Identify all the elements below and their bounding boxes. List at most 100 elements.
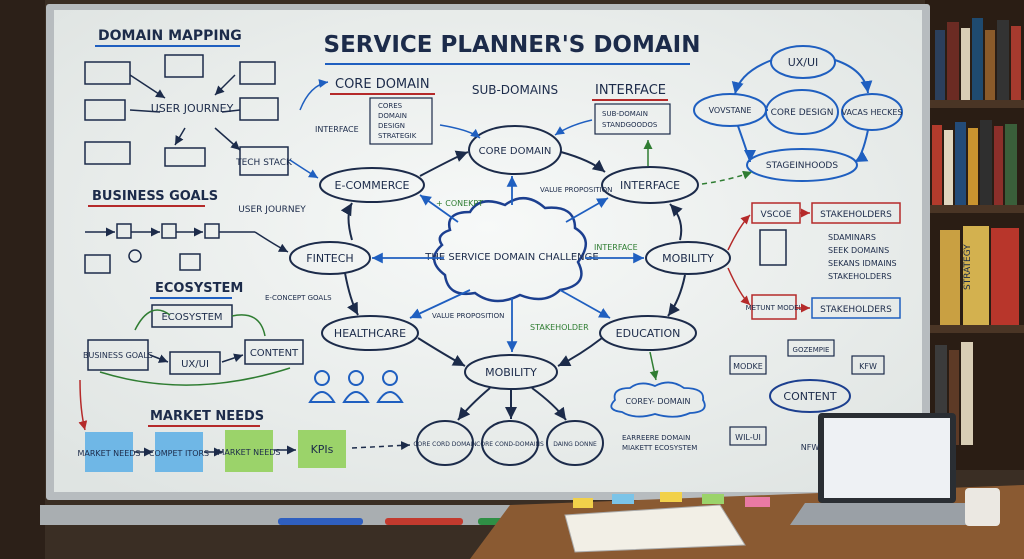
market-down-arrow — [78, 379, 88, 431]
stakeholders-top-label: STAKEHOLDERS — [820, 210, 892, 220]
core-domain-list-box — [369, 97, 433, 145]
stake-list-2: SEEK DOMAINS — [828, 246, 889, 255]
sticky-kpis — [298, 430, 346, 468]
core-domain-item-1: CORES — [378, 102, 403, 110]
sticky-market-needs-1 — [85, 432, 133, 472]
center-network — [289, 125, 731, 466]
gozempie-label: GOZEMPIE — [793, 346, 830, 354]
bookshelf — [925, 0, 1024, 470]
node-ecommerce: E-COMMERCE — [335, 179, 410, 192]
nfw-label: NFW — [801, 443, 820, 452]
domain-mapping-heading: DOMAIN MAPPING — [98, 28, 242, 44]
ecosystem-content-box — [244, 339, 304, 365]
sticky-market-needs-1-label: MARKET NEEDS — [78, 449, 141, 458]
stake-list-3: SEKANS IDMAINS — [828, 259, 897, 268]
market-needs-heading: MARKET NEEDS — [150, 409, 264, 424]
node-fintech: FINTECH — [306, 252, 353, 265]
content-label: CONTENT — [783, 390, 836, 403]
ecosystem-box-label: ECOSYSTEM — [161, 312, 222, 323]
left-shelf — [0, 0, 45, 559]
corey-arrow — [649, 351, 659, 381]
domain-mapping-icons — [84, 54, 279, 167]
user-journey-label: USER JOURNEY — [151, 102, 234, 115]
challenge-cloud — [433, 197, 587, 303]
kfw-label: KFW — [859, 362, 877, 371]
ecosystem-business-goals-label: BUSINESS GOALS — [83, 351, 153, 360]
content-ellipse — [769, 379, 851, 413]
ecosystem-business-goals-box — [87, 339, 149, 371]
tech-stack-box — [239, 146, 289, 176]
sticky-competitors — [155, 432, 203, 472]
business-goals-heading: BUSINESS GOALS — [92, 189, 218, 204]
stake-red-arrows — [727, 208, 810, 313]
node-mobility-bottom: MOBILITY — [485, 366, 537, 379]
desk-sticky-4 — [702, 494, 724, 504]
bottom-node-3: DAING DONNE — [553, 441, 597, 448]
sub-domains-heading: SUB-DOMAINS — [472, 83, 558, 97]
whiteboard-surface — [54, 10, 922, 492]
marker-red — [385, 518, 463, 525]
ecosystem-heading: ECOSYSTEM — [155, 281, 243, 296]
metunt-model-box — [751, 294, 797, 320]
ux-cluster — [693, 45, 903, 182]
coffee-mug — [965, 488, 1000, 526]
laptop-base — [790, 503, 985, 525]
desk-sticky-1 — [573, 498, 593, 508]
interface-list-box — [594, 103, 671, 135]
node-core-domain: CORE DOMAIN — [479, 146, 552, 157]
ux-center-label: CORE DESIGN — [771, 108, 834, 118]
sub-to-core — [439, 124, 481, 139]
interface-item-2: STANDGOODOS — [602, 121, 658, 129]
bg-to-fintech — [254, 231, 289, 253]
tech-stack-label: TECH STACK — [235, 158, 293, 168]
ux-right-label: VACAS HECKES — [841, 108, 902, 117]
core-domain-item-4: STRATEGIK — [378, 132, 417, 140]
wil-ui-label: WIL-UI — [735, 433, 761, 442]
label-econcept-goals: E-CONCEPT GOALS — [265, 294, 332, 302]
stakeholders-bottom-label: STAKEHOLDERS — [820, 305, 892, 315]
stakeholders-top-box — [811, 202, 901, 224]
business-goals-user-journey: USER JOURNEY — [238, 205, 306, 215]
label-conekpt: + CONEKPT — [436, 199, 483, 208]
label-value-proposition-top: VALUE PROPOSITION — [540, 186, 612, 194]
board-title: SERVICE PLANNER'S DOMAIN — [324, 32, 701, 58]
ecosystem-content-label: CONTENT — [250, 348, 299, 359]
ecosystem-green-bottom — [99, 367, 291, 386]
bottom-node-1: CORE CORD DOMAIN — [413, 441, 476, 448]
core-domain-interface-label: INTERFACE — [315, 125, 359, 134]
desk-sticky-2 — [612, 494, 634, 504]
vscoe-label: VSCOE — [761, 210, 792, 220]
core-domain-heading: CORE DOMAIN — [335, 77, 430, 92]
gozempie-box — [787, 339, 835, 357]
modke-label: MODKE — [733, 362, 763, 371]
stake-list-4: STAKEHOLDERS — [828, 272, 892, 281]
blue-spokes — [372, 176, 644, 352]
bottom-node-2: CORE COND-DOMAINS — [476, 441, 544, 448]
ecosystem-arrow-2 — [221, 353, 244, 363]
corey-domain-label: COREY- DOMAIN — [625, 397, 690, 406]
modke-box — [729, 355, 767, 375]
desk-sticky-5 — [745, 497, 770, 507]
core-domain-item-2: DOMAIN — [378, 112, 407, 120]
sticky-competitors-label: COMPET ITORS — [149, 449, 209, 458]
node-education: EDUCATION — [616, 327, 681, 340]
stakeholders-bottom-box — [811, 297, 901, 319]
notebook — [564, 504, 746, 553]
dm-to-ecommerce — [289, 159, 319, 179]
kfw-box — [851, 355, 885, 375]
sticky-market-needs-2-label: MARKET NEEDS — [218, 448, 281, 457]
people-icons — [308, 370, 404, 403]
node-interface: INTERFACE — [620, 179, 680, 192]
sticky-market-needs-2 — [225, 430, 273, 472]
ecosystem-uxui-label: UX/UI — [181, 359, 209, 370]
ecosystem-green-loop — [134, 309, 266, 337]
label-value-proposition-bottom: VALUE PROPOSITION — [432, 312, 504, 320]
core-domain-item-3: DESIGN — [378, 122, 405, 130]
corey-domain-item-1: EARREERE DOMAIN — [622, 434, 690, 442]
doc-icon — [759, 229, 787, 266]
ux-top-label: UX/UI — [788, 56, 819, 69]
market-needs-dashed — [351, 440, 411, 450]
node-healthcare: HEALTHCARE — [334, 327, 406, 340]
metunt-model-label: METUNT MODEL — [746, 304, 803, 312]
